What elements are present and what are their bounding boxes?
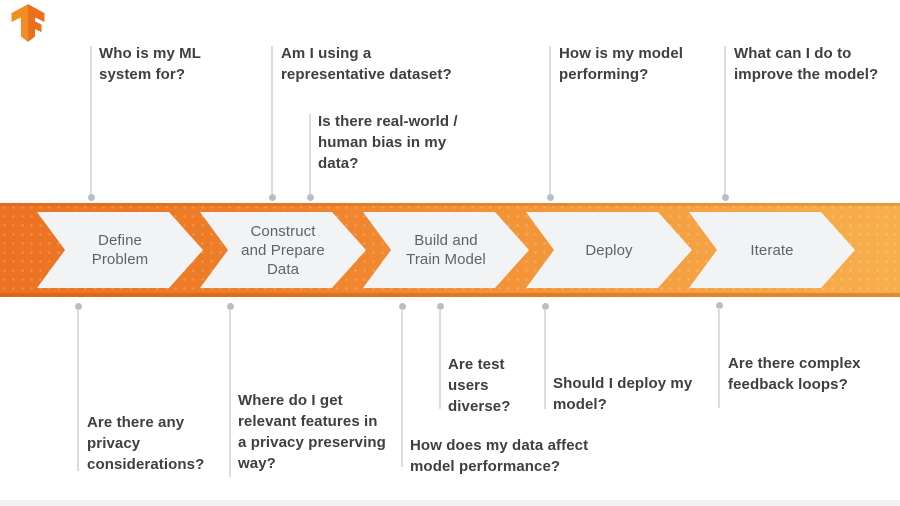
leader-line (724, 46, 726, 194)
question-privacy-considerations: Are there any privacy considerations? (87, 414, 205, 473)
connector-dot (722, 194, 729, 201)
stage-label-iterate: Iterate (750, 241, 794, 259)
leader-line (718, 308, 720, 408)
connector-dot (75, 303, 82, 310)
question-should-deploy: Should I deploy my model? (553, 375, 693, 413)
question-test-users-diverse: Are test users diverse? (448, 356, 511, 415)
leader-line (549, 46, 551, 194)
stage-label-construct-prepare-data: Construct and Prepare Data (241, 222, 325, 278)
connector-dot (88, 194, 95, 201)
leader-line (401, 309, 403, 467)
question-improve-model: What can I do to improve the model? (734, 45, 879, 83)
process-band (0, 203, 900, 297)
question-privacy-preserving-features: Where do I get relevant features in a pr… (238, 392, 386, 472)
leader-line (271, 46, 273, 194)
stage-label-build-train-model: Build and Train Model (406, 232, 486, 268)
footer-strip (0, 500, 900, 506)
chevron-build-train-model (363, 212, 529, 288)
chevron-shapes (37, 212, 855, 288)
connector-dot (269, 194, 276, 201)
question-representative-dataset: Am I using a representative dataset? (281, 45, 452, 83)
connector-dot (437, 303, 444, 310)
connector-dot (307, 194, 314, 201)
connector-dot (399, 303, 406, 310)
question-real-world-bias: Is there real-world / human bias in my d… (318, 113, 458, 172)
stage-label-deploy: Deploy (585, 241, 633, 259)
chevron-construct-prepare-data (200, 212, 366, 288)
leader-line (90, 46, 92, 194)
question-model-performing: How is my model performing? (559, 45, 684, 83)
leader-line (309, 114, 311, 194)
question-data-affect-performance: How does my data affect model performanc… (410, 437, 589, 475)
chevron-deploy (526, 212, 692, 288)
tensorflow-logo-icon (11, 4, 45, 42)
chevron-iterate (689, 212, 855, 288)
stage-label-define-problem: Define Problem (91, 232, 149, 268)
leader-line (77, 309, 79, 471)
connector-dot (716, 302, 723, 309)
connector-dot (542, 303, 549, 310)
leader-line (544, 309, 546, 409)
leader-line (439, 309, 441, 409)
leader-line (229, 309, 231, 477)
connector-dot (227, 303, 234, 310)
question-feedback-loops: Are there complex feedback loops? (728, 355, 861, 393)
question-who-is-system-for: Who is my ML system for? (99, 45, 201, 83)
connector-dot (547, 194, 554, 201)
chevron-define-problem (37, 212, 203, 288)
